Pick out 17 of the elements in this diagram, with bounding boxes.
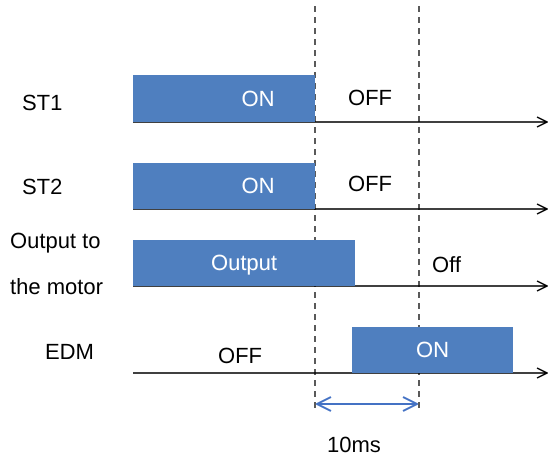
state-label: OFF <box>218 342 262 370</box>
signal-pulse <box>352 327 513 373</box>
signal-pulse <box>133 163 315 209</box>
signal-name: ST2 <box>22 173 62 201</box>
pulse-label: Output <box>210 250 278 276</box>
signal-pulse <box>133 240 355 286</box>
signal-pulse <box>133 75 315 122</box>
pulse-label: ON <box>416 337 449 363</box>
state-label: OFF <box>348 170 392 198</box>
pulse-label: ON <box>242 173 274 199</box>
dimension-value: 10ms <box>327 431 381 459</box>
pulse-label: ON <box>242 86 274 112</box>
state-label: Off <box>432 251 461 279</box>
signal-name: EDM <box>45 338 94 366</box>
signal-name: ST1 <box>22 89 62 117</box>
state-label: OFF <box>348 84 392 112</box>
signal-name: Output to the motor <box>10 227 104 301</box>
